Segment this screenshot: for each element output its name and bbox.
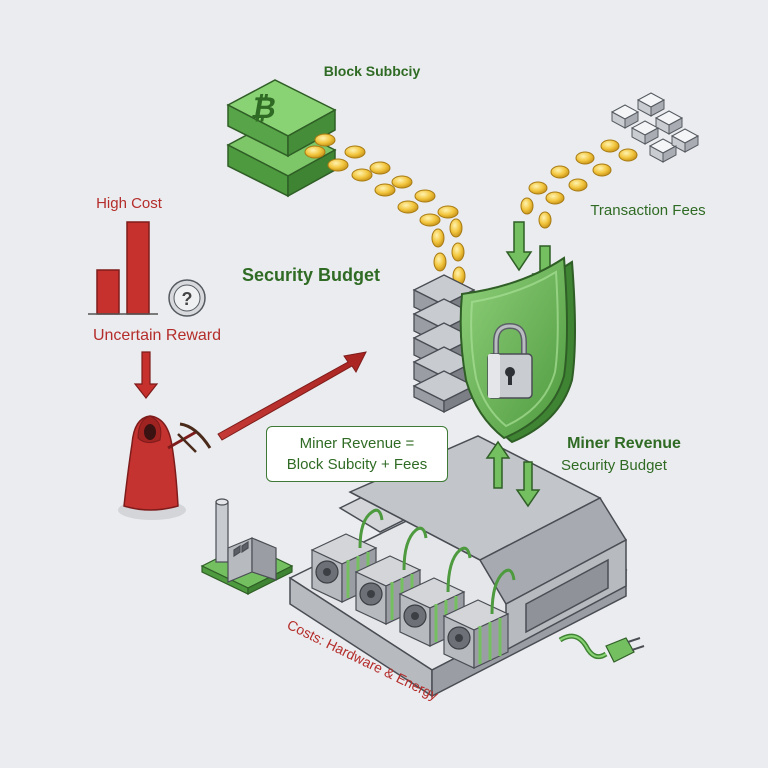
mining-rig-4 xyxy=(442,568,516,669)
security-shield-icon xyxy=(459,256,576,444)
factory-icon xyxy=(200,498,294,595)
miner-revenue-subtitle: Security Budget xyxy=(561,457,668,474)
fee-coins xyxy=(520,139,638,229)
miner-revenue-formula-box: Miner Revenue = Block Subcity + Fees xyxy=(266,426,448,482)
security-budget-label: Security Budget xyxy=(242,265,380,285)
reward-arrow-icon xyxy=(217,351,367,441)
mining-rig-3 xyxy=(398,546,472,647)
formula-line-1: Miner Revenue = xyxy=(299,435,415,452)
transaction-fees-label: Transaction Fees xyxy=(590,202,705,219)
high-cost-bar-chart-icon xyxy=(88,221,158,315)
question-coin-icon: ? xyxy=(168,279,206,317)
grim-reaper-miner-icon xyxy=(118,415,212,520)
mining-rig-1 xyxy=(310,508,384,603)
high-cost-label: High Cost xyxy=(96,195,163,212)
block-subsidy-icon: ₿ xyxy=(226,79,337,198)
formula-line-2: Block Subcity + Fees xyxy=(286,456,428,473)
revenue-flow-arrows xyxy=(485,440,541,508)
power-plug-icon xyxy=(558,633,645,663)
transaction-blocks-icon xyxy=(610,92,700,163)
miner-revenue-title: Miner Revenue xyxy=(567,435,681,452)
subsidy-coins xyxy=(304,133,466,296)
bitcoin-symbol-icon: ₿ xyxy=(249,92,279,125)
block-subsidy-label: Block Subbciy xyxy=(324,63,421,79)
svg-text:?: ? xyxy=(182,289,193,309)
uncertain-reward-label: Uncertain Reward xyxy=(93,327,221,344)
down-arrow-icon xyxy=(133,351,159,399)
padlock-icon xyxy=(487,322,533,399)
